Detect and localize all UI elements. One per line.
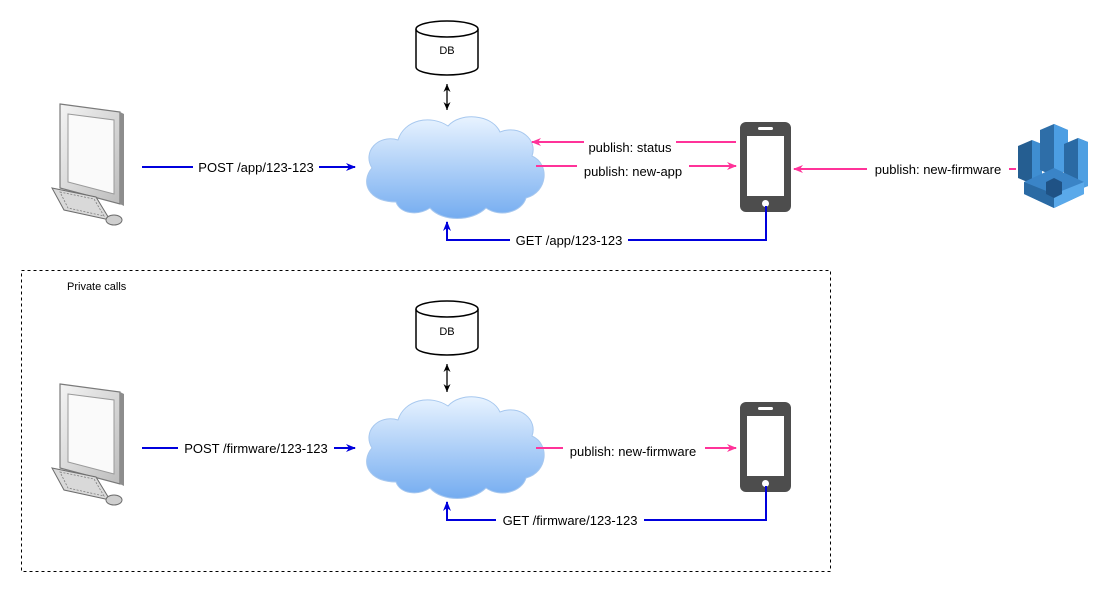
get-firmware-label: GET /firmware/123-123 [503, 513, 638, 528]
post-app-label: POST /app/123-123 [198, 160, 313, 175]
publish-new-firmware-arrow: publish: new-firmware [536, 442, 737, 459]
desktop-computer-icon [51, 103, 125, 226]
smartphone-icon [740, 122, 791, 212]
publish-new-app-arrow: publish: new-app [536, 162, 737, 180]
aws-iot-castle-icon [1018, 124, 1088, 208]
smartphone-icon [740, 402, 791, 492]
publish-new-app-label: publish: new-app [584, 164, 682, 179]
post-app-arrow: POST /app/123-123 [142, 159, 356, 175]
publish-status-arrow: publish: status [531, 138, 736, 155]
post-firmware-arrow: POST /firmware/123-123 [142, 440, 356, 456]
publish-status-label: publish: status [588, 140, 672, 155]
publish-new-firmware-label: publish: new-firmware [875, 162, 1001, 177]
cloud-icon [366, 396, 545, 499]
database-icon: DB [415, 300, 479, 356]
desktop-computer-icon [51, 383, 125, 506]
database-label: DB [439, 326, 454, 338]
database-label: DB [439, 45, 454, 57]
get-app-label: GET /app/123-123 [516, 233, 623, 248]
private-calls-title: Private calls [67, 281, 127, 293]
get-app-arrow: GET /app/123-123 [443, 206, 767, 248]
private-calls-group [21, 270, 831, 572]
get-firmware-arrow: GET /firmware/123-123 [443, 486, 767, 528]
publish-new-firmware-arrow: publish: new-firmware [793, 161, 1016, 177]
post-firmware-label: POST /firmware/123-123 [184, 441, 328, 456]
cloud-icon [366, 116, 545, 219]
publish-new-firmware-label: publish: new-firmware [570, 444, 696, 459]
database-icon: DB [415, 20, 479, 76]
